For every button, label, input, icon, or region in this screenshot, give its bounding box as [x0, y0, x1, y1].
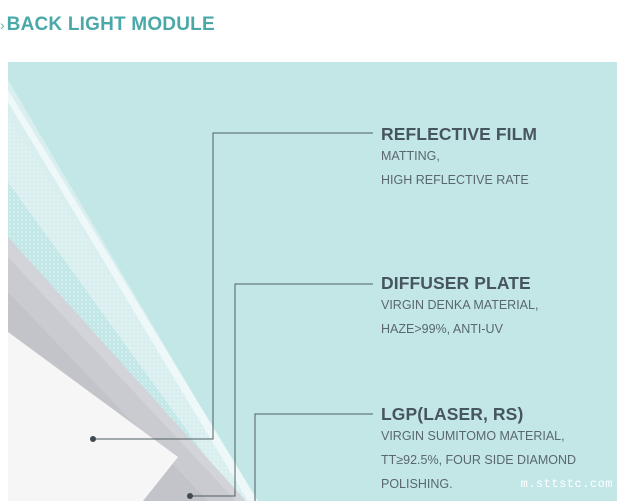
layer-stack-illustration: [8, 80, 373, 501]
chevron-right-icon: ›: [0, 17, 5, 33]
watermark: m.sttstc.com: [520, 477, 613, 491]
leader-dot-diffuser-plate: [187, 493, 193, 499]
page-title: BACK LIGHT MODULE: [6, 14, 215, 35]
leader-dot-reflective-film: [90, 436, 96, 442]
diagram-panel: REFLECTIVE FILM MATTING, HIGH REFLECTIVE…: [8, 62, 617, 501]
reflective-film-title: REFLECTIVE FILM: [381, 124, 538, 144]
lgp-title: LGP(LASER, RS): [381, 404, 524, 424]
reflective-film-edge: [8, 90, 258, 501]
label-diffuser-plate: DIFFUSER PLATE VIRGIN DENKA MATERIAL, HA…: [381, 273, 538, 341]
reflective-film-line-1: MATTING,: [381, 149, 440, 163]
lgp-line-2: TT≥92.5%, FOUR SIDE DIAMOND: [381, 453, 577, 467]
base-sheet: [8, 332, 178, 501]
diffuser-plate-line-1: VIRGIN DENKA MATERIAL,: [381, 298, 539, 312]
reflective-film-line-2: HIGH REFLECTIVE RATE: [381, 173, 529, 187]
leader-line-diffuser-plate: [190, 283, 373, 497]
leader-line-lgp: [254, 413, 373, 501]
diffuser-plate-line-2: HAZE>99%, ANTI-UV: [381, 322, 503, 336]
diffuser-plate-sheet: [8, 80, 256, 501]
lgp-line-1: VIRGIN SUMITOMO MATERIAL,: [381, 429, 565, 443]
leader-line-reflective-film: [93, 132, 373, 440]
lgp-line-3: POLISHING.: [381, 477, 453, 491]
diffuser-plate-title: DIFFUSER PLATE: [381, 273, 531, 293]
label-reflective-film: REFLECTIVE FILM MATTING, HIGH REFLECTIVE…: [381, 124, 537, 192]
page-header: › BACK LIGHT MODULE: [0, 10, 215, 40]
label-lgp: LGP(LASER, RS) VIRGIN SUMITOMO MATERIAL,…: [381, 404, 576, 496]
